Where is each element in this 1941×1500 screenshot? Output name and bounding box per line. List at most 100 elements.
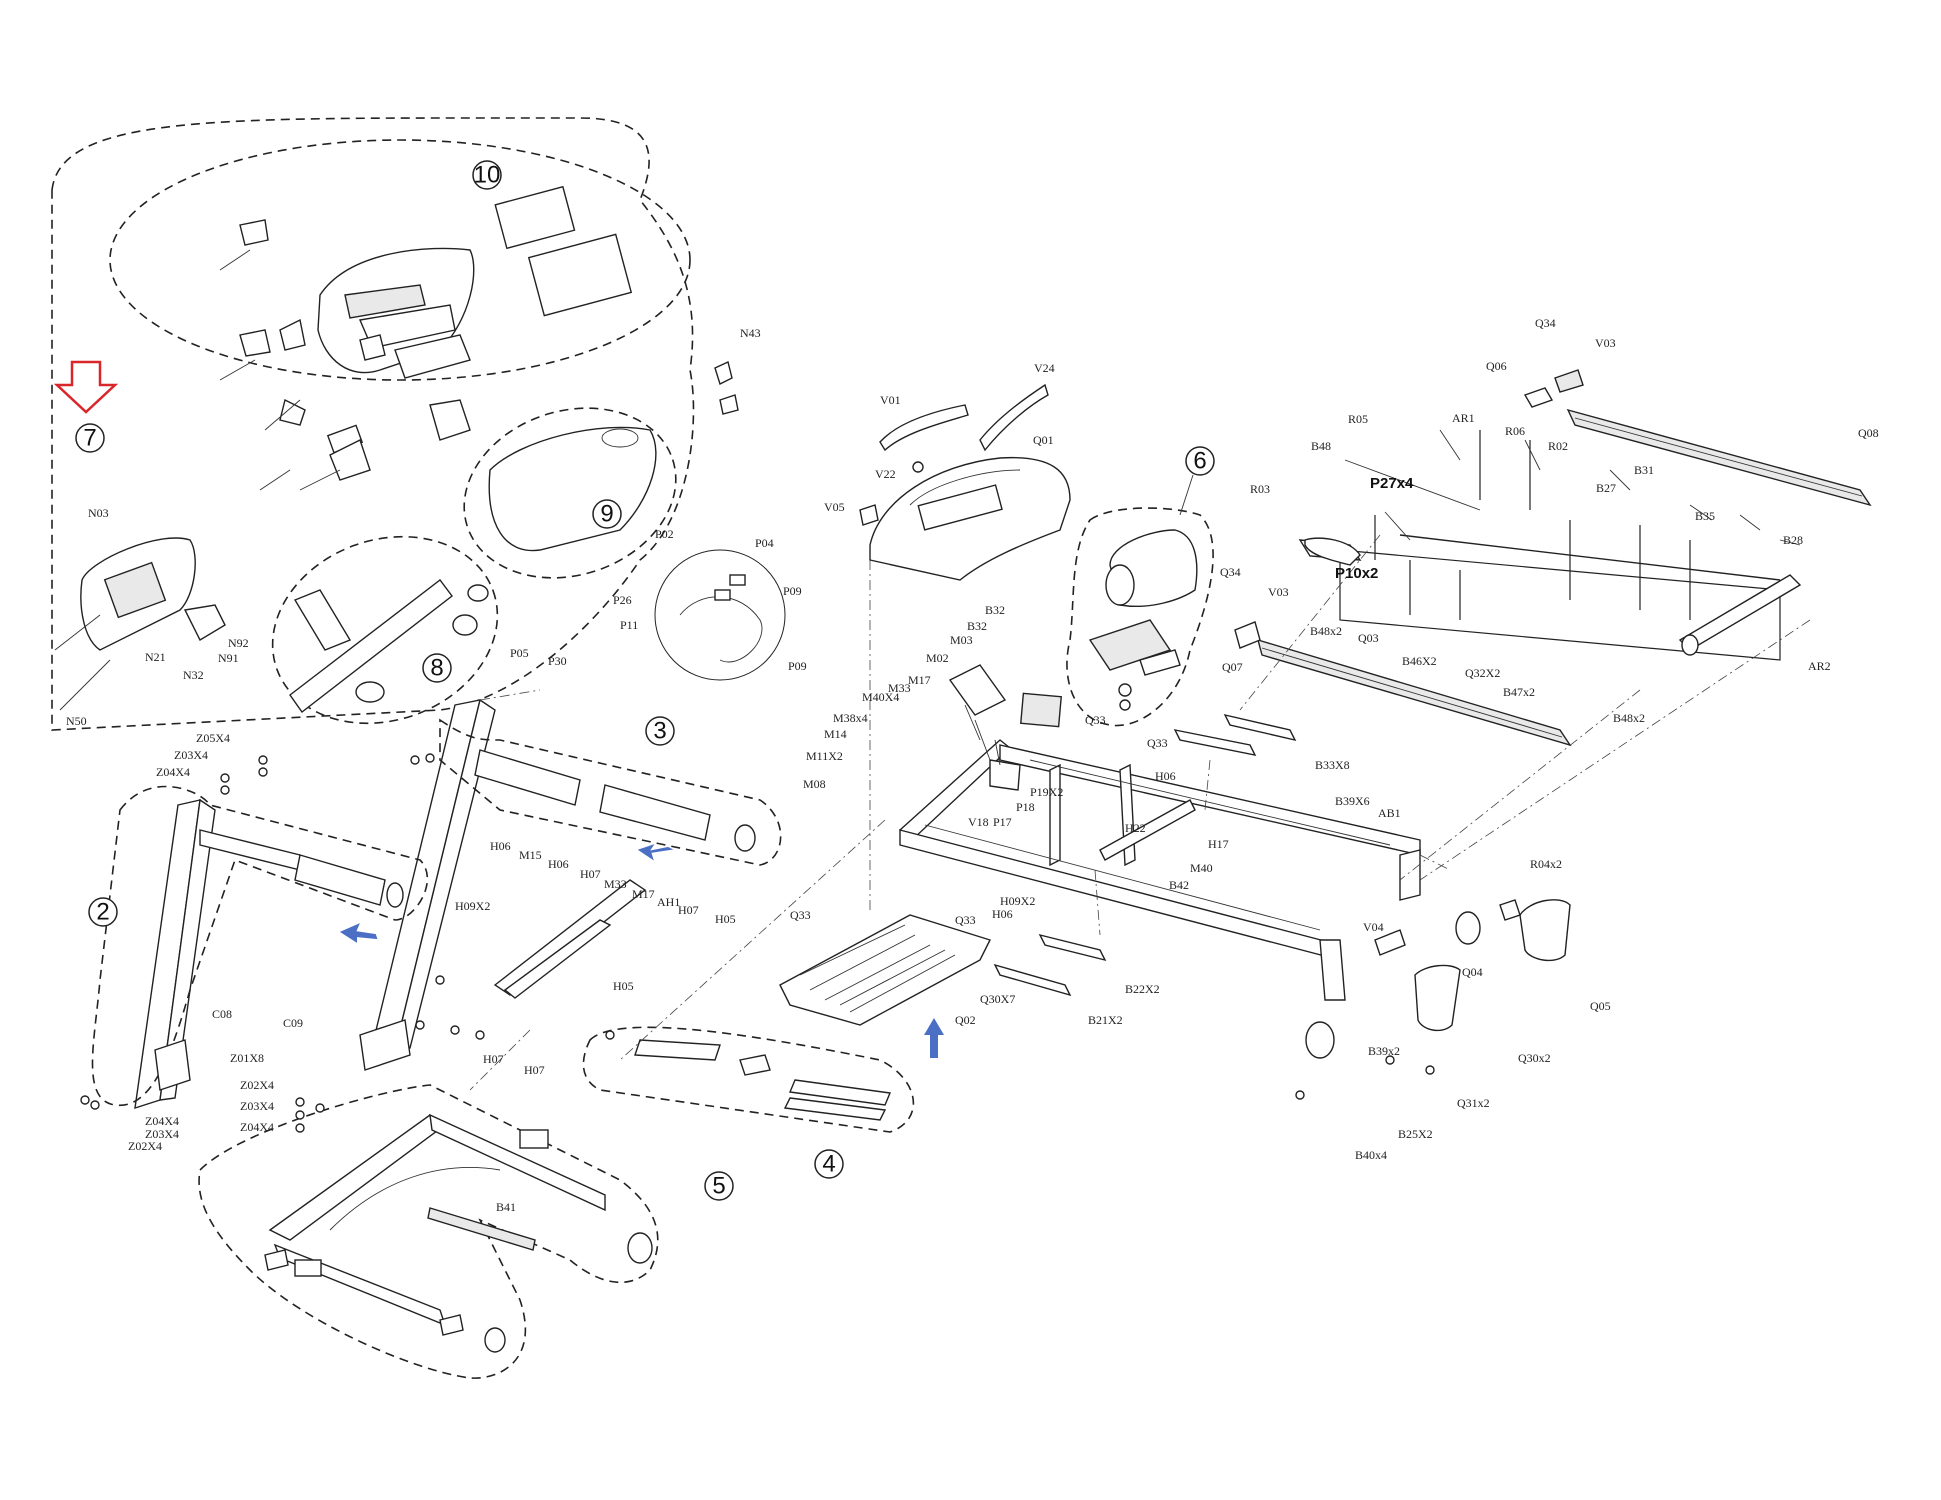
label-q08: Q08 [1858, 426, 1879, 440]
motor-hood-panel [917, 484, 1003, 531]
label-b31: B31 [1634, 463, 1654, 477]
label-q33c: Q33 [790, 908, 811, 922]
label-b48: B48 [1311, 439, 1331, 453]
group-2-badge [88, 897, 118, 927]
frame-inner-rail [1029, 759, 1391, 846]
controller-wires [964, 704, 1001, 766]
label-b28: B28 [1783, 533, 1803, 547]
upright-left-back [159, 798, 216, 1101]
label-q01: Q01 [1033, 433, 1054, 447]
rear-wheel [1455, 911, 1481, 945]
label-h17: H17 [1208, 837, 1229, 851]
label-b21x2: B21X2 [1088, 1013, 1123, 1027]
motor-hood [869, 456, 1071, 581]
group-8-badge [592, 499, 622, 529]
deck-bolts [1374, 430, 1691, 620]
label-z02x4b: Z02X4 [128, 1139, 162, 1153]
group-4-badge [814, 1149, 844, 1179]
label-p27x4: P27x4 [1370, 475, 1414, 492]
label-b39x2: B39x2 [1368, 1044, 1400, 1058]
base-roller-2 [484, 1327, 506, 1353]
label-q31x2: Q31x2 [1457, 1096, 1490, 1110]
group-6-number: 6 [1193, 448, 1206, 475]
base-outline [198, 1084, 659, 1379]
label-p10x2: P10x2 [1335, 565, 1378, 582]
label-h06c: H06 [490, 839, 511, 853]
handlebar-grip [355, 681, 385, 703]
label-b48x2a: B48x2 [1310, 624, 1342, 638]
label-m17b: M17 [632, 887, 655, 901]
console-back-vent [601, 428, 639, 448]
label-m15: M15 [519, 848, 542, 862]
label-z03x4b: Z03X4 [240, 1099, 274, 1113]
label-z04x4c: Z04X4 [145, 1114, 179, 1128]
label-c08: C08 [212, 1007, 232, 1021]
crossbar-right-top [474, 749, 581, 806]
handlebar-cap [467, 584, 489, 602]
label-b25x2: B25X2 [1398, 1127, 1433, 1141]
label-b33x8: B33X8 [1315, 758, 1350, 772]
group-5-number: 5 [712, 1173, 725, 1200]
rail-detail [1574, 417, 1863, 497]
base-frame [268, 1114, 447, 1241]
base-label-plate [519, 1129, 549, 1149]
label-b46x2: B46X2 [1402, 654, 1437, 668]
console-back-cover [488, 426, 657, 552]
group-8-number: 9 [600, 501, 613, 528]
label-m33a: M33 [888, 681, 911, 695]
crossbar-end-cap [386, 882, 404, 908]
label-m33b: M33 [604, 877, 627, 891]
group-7-number: 7 [83, 425, 96, 452]
group-9-number: 8 [430, 655, 443, 682]
rear-end-cap-left [1414, 964, 1461, 1032]
group-10-outline [109, 139, 691, 381]
label-h05a: H05 [715, 912, 736, 926]
label-q30x2: Q30x2 [1518, 1051, 1551, 1065]
label-z03x4c: Z03X4 [145, 1127, 179, 1141]
label-h05b: H05 [613, 979, 634, 993]
rear-roller-end [1681, 634, 1699, 656]
label-v18: V18 [968, 815, 989, 829]
label-b32b: B32 [967, 619, 987, 633]
label-q02: Q02 [955, 1013, 976, 1027]
group-4-crossbar [634, 1039, 721, 1061]
label-m14: M14 [824, 727, 847, 741]
tension-arm [1304, 537, 1361, 566]
safety-key [714, 361, 733, 385]
label-n32: N32 [183, 668, 204, 682]
base-frame-side [273, 1243, 447, 1327]
upright-crossmember [493, 879, 647, 996]
side-guard-b22 [1038, 933, 1107, 962]
deck-frame [1339, 549, 1781, 661]
group-3-badge [645, 716, 675, 746]
label-m40: M40 [1190, 861, 1213, 875]
motor-hood-liner [879, 404, 969, 452]
rail-cap [1523, 387, 1554, 408]
label-b47x2: B47x2 [1503, 685, 1535, 699]
crossbar-left-top [199, 829, 301, 871]
handlebar-tube [289, 579, 453, 714]
direction-arrow-3 [924, 1018, 944, 1058]
lift-strut [427, 1207, 536, 1251]
label-h22: H22 [1125, 821, 1146, 835]
pivot-bushing [1499, 899, 1521, 921]
cover-clip [859, 504, 879, 526]
label-n50: N50 [66, 714, 87, 728]
motor-bracket [1139, 649, 1181, 676]
group-10-badge [472, 160, 502, 190]
frame-upright [1319, 939, 1346, 1001]
group-7-badge [75, 423, 105, 453]
label-v03b: V03 [1268, 585, 1289, 599]
label-m38x4: M38x4 [833, 711, 868, 725]
group-4-rail [789, 1079, 891, 1106]
label-ar2: AR2 [1808, 659, 1831, 673]
label-p26: P26 [613, 593, 632, 607]
label-q03: Q03 [1358, 631, 1379, 645]
label-b39x6: B39X6 [1335, 794, 1370, 808]
label-z01x8: Z01X8 [230, 1051, 264, 1065]
safety-key-clip [719, 394, 739, 415]
base-frame-cross [429, 1113, 606, 1212]
rail-detail-2 [1261, 647, 1563, 738]
motor-washer [1118, 683, 1132, 697]
